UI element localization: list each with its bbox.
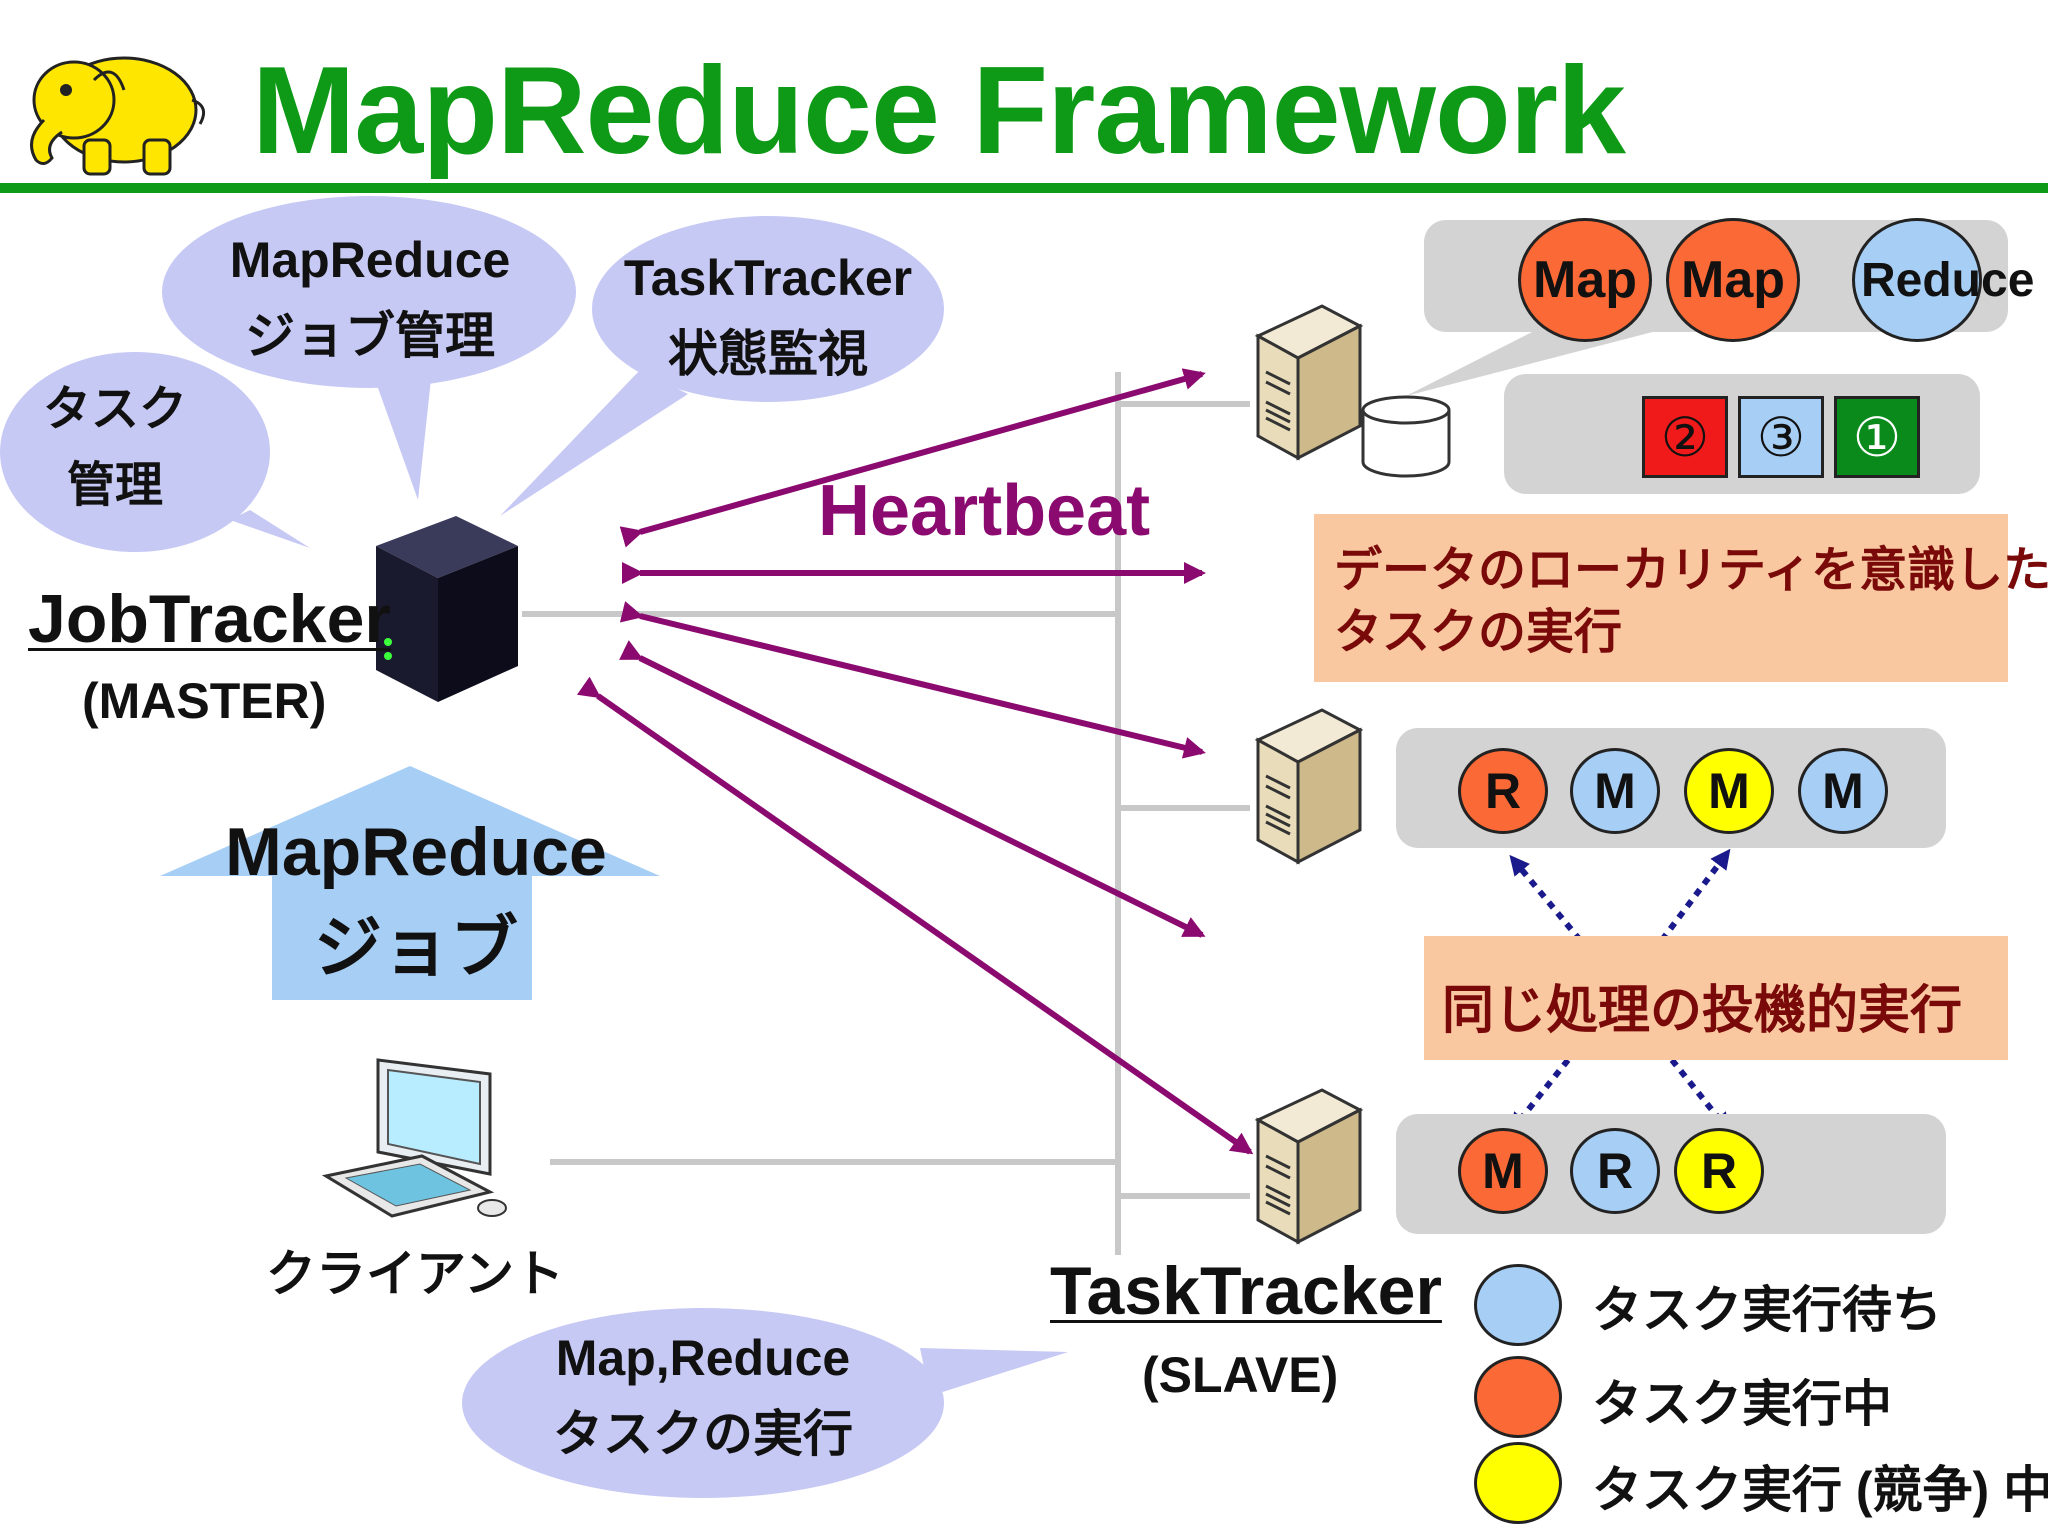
jobtracker-role: (MASTER) [82, 673, 327, 729]
server-beige-icon [1254, 304, 1364, 461]
node1-block-1: ① [1834, 396, 1920, 478]
legend-running-label: タスク実行中 [1592, 1376, 1892, 1432]
bubble-tail-task [230, 510, 310, 548]
legend-speculative-label: タスク実行 (競争) 中 [1592, 1462, 2048, 1518]
bubble-job-management [162, 196, 576, 388]
node3-reduce-task-waiting: R [1570, 1128, 1660, 1214]
bubble-task-management-text: タスク 管理 [42, 383, 187, 512]
speculative-dashed-arrow-2 [1659, 848, 1731, 942]
server-beige-icon [1254, 708, 1364, 865]
legend-speculative-swatch [1474, 1442, 1562, 1524]
client-label: クライアント [266, 1246, 564, 1302]
jobtracker-label: JobTracker [28, 581, 391, 657]
server-tower-icon [376, 516, 518, 702]
bubble-tail-execute [920, 1348, 1068, 1396]
desktop-computer-icon [322, 1058, 507, 1218]
job-submit-label: MapReduce ジョブ [225, 814, 607, 986]
bubble-tail-tracker [500, 370, 688, 516]
node1-reduce-task: Reduce [1852, 218, 2034, 342]
bubble-task-execution-text: Map,Reduce タスクの実行 [553, 1330, 853, 1462]
node1-map-task-2: Map [1666, 218, 1800, 342]
heartbeat-arrow-5 [576, 676, 1254, 1155]
node2-map-task-waiting-1: M [1570, 748, 1660, 834]
node1-callout-tail [1406, 328, 1660, 396]
node3-map-task-running: M [1458, 1128, 1548, 1214]
disk-cylinder-icon [1361, 395, 1451, 478]
legend-waiting-label: タスク実行待ち [1592, 1282, 1942, 1338]
node2-map-task-waiting-2: M [1798, 748, 1888, 834]
node2-map-task-speculative: M [1684, 748, 1774, 834]
node3-reduce-task-speculative: R [1674, 1128, 1764, 1214]
tasktracker-role: (SLAVE) [1142, 1347, 1339, 1403]
heartbeat-arrow-1 [619, 368, 1206, 548]
elephant-logo-icon [30, 56, 206, 176]
legend-running-swatch [1474, 1356, 1562, 1438]
tasktracker-label: TaskTracker [1050, 1253, 1442, 1329]
job-submit-arrow [160, 766, 660, 1000]
speculative-note [1424, 936, 2008, 1060]
speculative-note-text: 同じ処理の投機的実行 [1442, 982, 1963, 1040]
server-beige-icon [1254, 1088, 1364, 1245]
node1-block-2: ② [1642, 396, 1728, 478]
locality-note-text: データのローカリティを意識した タスクの実行 [1334, 544, 2048, 659]
locality-note [1314, 514, 2008, 682]
bubble-task-management [0, 352, 270, 552]
bubble-job-management-text: MapReduce ジョブ管理 [229, 232, 511, 364]
bubble-task-execution [462, 1308, 944, 1498]
heartbeat-label: Heartbeat [818, 471, 1151, 551]
legend-waiting-swatch [1474, 1264, 1562, 1346]
title-divider [0, 183, 2048, 193]
node1-block-3: ③ [1738, 396, 1824, 478]
node1-map-task-1: Map [1518, 218, 1652, 342]
bubble-tracker-monitoring [592, 216, 944, 402]
bubble-tracker-monitoring-text: TaskTracker 状態監視 [623, 250, 913, 382]
speculative-dashed-arrow-1 [1509, 854, 1583, 942]
node2-reduce-task-running: R [1458, 748, 1548, 834]
bubble-tail-job [368, 360, 432, 500]
page-title: MapReduce Framework [252, 42, 1626, 180]
